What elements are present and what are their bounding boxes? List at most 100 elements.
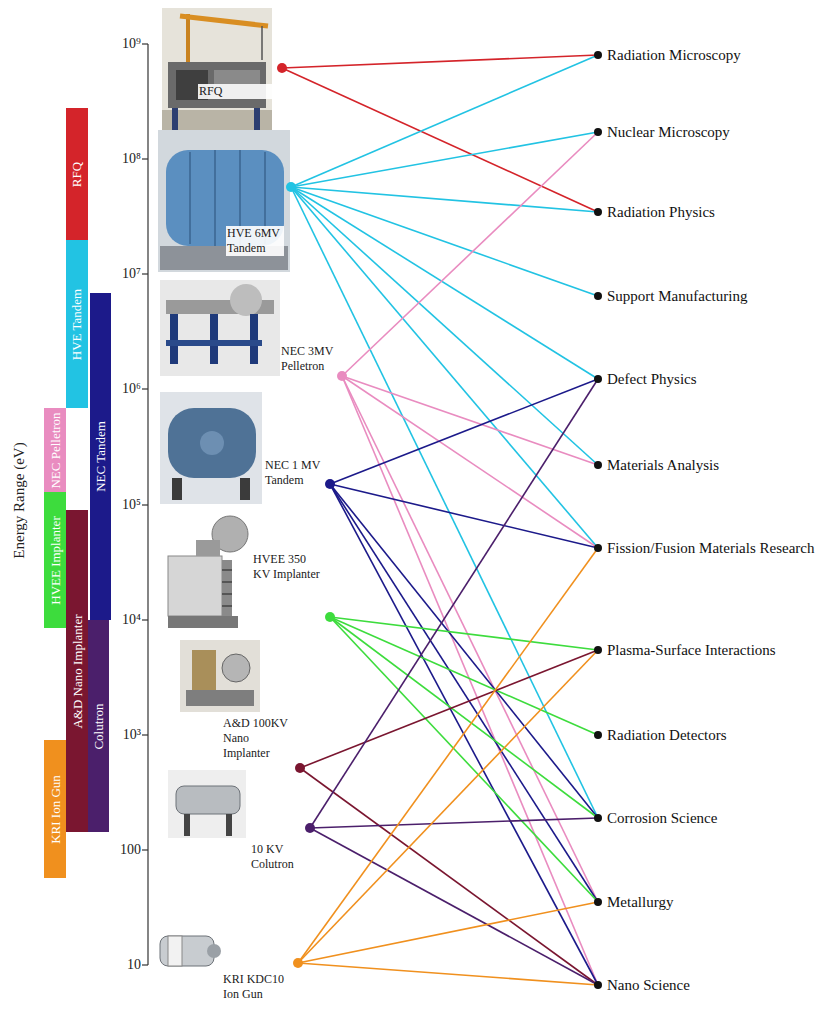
- application-label: Corrosion Science: [607, 808, 820, 828]
- connector-line: [342, 376, 598, 465]
- ion-gun-photo: [160, 936, 221, 966]
- tick-label-box: 100: [112, 840, 141, 860]
- tick-label-box: 10⁴: [112, 610, 141, 630]
- application-node: Radiation Physics: [598, 202, 820, 222]
- application-label: Nano Science: [607, 975, 820, 995]
- application-dot: [594, 731, 602, 739]
- application-node: Fission/Fusion Materials Research: [598, 538, 820, 558]
- energy-band: Colutron: [88, 620, 109, 832]
- connector-line: [330, 617, 598, 902]
- connector-line: [291, 132, 598, 187]
- band-label: KRI Ion Gun: [48, 775, 63, 844]
- application-dot: [594, 292, 602, 300]
- instrument-node: A&D 100KV Nano Implanter: [222, 716, 300, 761]
- connector-line: [300, 768, 598, 985]
- instrument-node: NEC 3MV Pelletron: [280, 344, 342, 374]
- application-node: Radiation Detectors: [598, 725, 820, 745]
- application-dot: [594, 898, 602, 906]
- energy-band: NEC Pelletron: [44, 408, 66, 492]
- instrument-node: 10 KV Colutron: [250, 822, 310, 872]
- connector-line: [342, 376, 598, 548]
- connector-line: [310, 379, 598, 828]
- application-dot: [594, 544, 602, 552]
- instrument-dot: [286, 182, 296, 192]
- tick-label: 10⁷: [122, 266, 141, 282]
- hve-tandem-photo: [158, 130, 290, 272]
- connector-line: [291, 187, 598, 818]
- application-label: Defect Physics: [607, 369, 820, 389]
- energy-band: A&D Nano Implanter: [66, 510, 88, 832]
- application-node: Nuclear Microscopy: [598, 122, 820, 142]
- band-label: RFQ: [70, 161, 85, 186]
- application-node: Plasma-Surface Interactions: [598, 640, 820, 660]
- band-label: A&D Nano Implanter: [70, 614, 85, 728]
- instrument-node: NEC 1 MV Tandem: [264, 458, 330, 488]
- application-dot: [594, 208, 602, 216]
- application-dot: [594, 375, 602, 383]
- connector-line: [291, 187, 598, 465]
- connector-line: [342, 132, 598, 376]
- tick-label-box: 10⁶: [112, 379, 141, 399]
- application-label: Radiation Microscopy: [607, 45, 820, 65]
- tick-label-box: 10³: [112, 725, 141, 745]
- instrument-node: RFQ: [198, 62, 282, 99]
- instrument-label: RFQ: [198, 84, 275, 99]
- application-node: Defect Physics: [598, 369, 820, 389]
- tick-label: 10⁵: [122, 497, 141, 513]
- instrument-node: HVEE 350 KV Implanter: [252, 552, 330, 582]
- application-dot: [594, 51, 602, 59]
- tick-label-box: 10⁸: [112, 149, 141, 169]
- application-label: Nuclear Microscopy: [607, 122, 820, 142]
- tick-label-box: 10⁹: [112, 34, 141, 54]
- instrument-dot: [325, 612, 335, 622]
- energy-band: RFQ: [66, 108, 88, 240]
- band-label: NEC Tandem: [93, 421, 108, 492]
- energy-band: HVE Tandem: [66, 240, 88, 408]
- instrument-label: NEC 1 MV Tandem: [264, 458, 323, 488]
- connector-line: [282, 68, 598, 212]
- energy-band: HVEE Implanter: [44, 492, 66, 628]
- instrument-dot: [277, 63, 287, 73]
- instrument-label: A&D 100KV Nano Implanter: [222, 716, 293, 761]
- instrument-label: NEC 3MV Pelletron: [280, 344, 335, 374]
- energy-band: KRI Ion Gun: [44, 740, 66, 878]
- tick-label: 10: [127, 957, 141, 973]
- pelletron-photo: [160, 280, 280, 376]
- axis: [142, 44, 148, 965]
- application-node: Materials Analysis: [598, 455, 820, 475]
- connector-line: [342, 376, 598, 985]
- instrument-label: HVEE 350 KV Implanter: [252, 552, 323, 582]
- application-label: Radiation Detectors: [607, 725, 820, 745]
- application-label: Materials Analysis: [607, 455, 820, 475]
- connector-line: [282, 55, 598, 68]
- application-label: Fission/Fusion Materials Research: [607, 538, 820, 558]
- tick-label-box: 10⁷: [112, 264, 141, 284]
- tick-label: 10⁹: [122, 36, 141, 52]
- application-dot: [594, 646, 602, 654]
- instrument-dot: [293, 958, 303, 968]
- tick-label-box: 10: [112, 955, 141, 975]
- connector-line: [298, 902, 598, 963]
- instrument-dot: [325, 479, 335, 489]
- connector-line: [300, 650, 598, 768]
- colutron-photo: [168, 770, 246, 838]
- band-label: Colutron: [91, 703, 106, 749]
- connector-line: [298, 963, 598, 985]
- connector-line: [291, 187, 598, 212]
- tick-label: 10⁶: [122, 381, 141, 397]
- tick-label: 10⁴: [122, 612, 141, 628]
- instrument-dot: [305, 823, 315, 833]
- band-label: HVE Tandem: [70, 288, 85, 359]
- application-label: Support Manufacturing: [607, 286, 820, 306]
- band-label: NEC Pelletron: [48, 412, 63, 488]
- application-label: Metallurgy: [607, 892, 820, 912]
- connector-line: [330, 484, 598, 548]
- axis-title-box: Energy Range (eV): [4, 400, 34, 600]
- instrument-dot: [295, 763, 305, 773]
- application-dot: [594, 981, 602, 989]
- instrument-node: KRI KDC10 Ion Gun: [222, 957, 298, 1002]
- instrument-node: HVE 6MV Tandem: [226, 181, 291, 256]
- connector-line: [298, 548, 598, 963]
